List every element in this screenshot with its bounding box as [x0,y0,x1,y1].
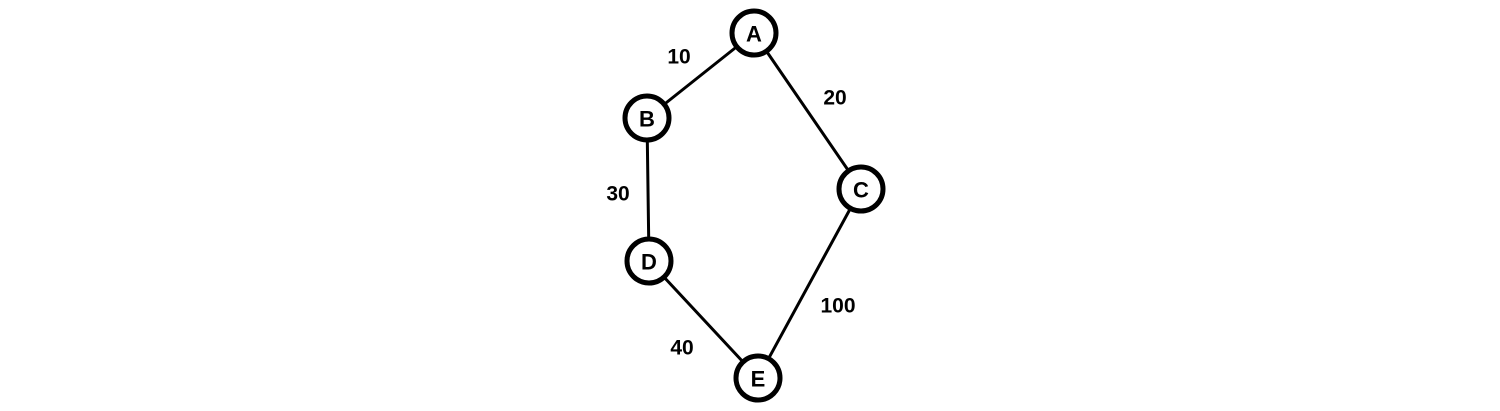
edge-weight-d-e: 40 [670,337,693,360]
node-e: E [733,353,783,403]
edge-a-c [752,31,863,191]
edge-weights-group: 10 20 30 40 100 [606,46,855,360]
edge-weight-b-d: 30 [606,183,629,206]
node-d: D [624,236,674,286]
edge-c-e [756,187,863,380]
node-c: C [836,164,886,214]
node-b-label: B [639,107,655,132]
edge-weight-a-c: 20 [823,87,846,110]
edges-group [645,31,863,380]
edge-weight-a-b: 10 [667,46,690,69]
node-d-label: D [641,250,657,275]
nodes-group: A B C D E [622,8,886,403]
node-c-label: C [853,178,869,203]
edge-weight-c-e: 100 [820,295,855,318]
node-a-label: A [746,22,762,47]
node-a: A [729,8,779,58]
node-b: B [622,93,672,143]
node-e-label: E [751,367,766,392]
edge-d-e [647,259,760,380]
